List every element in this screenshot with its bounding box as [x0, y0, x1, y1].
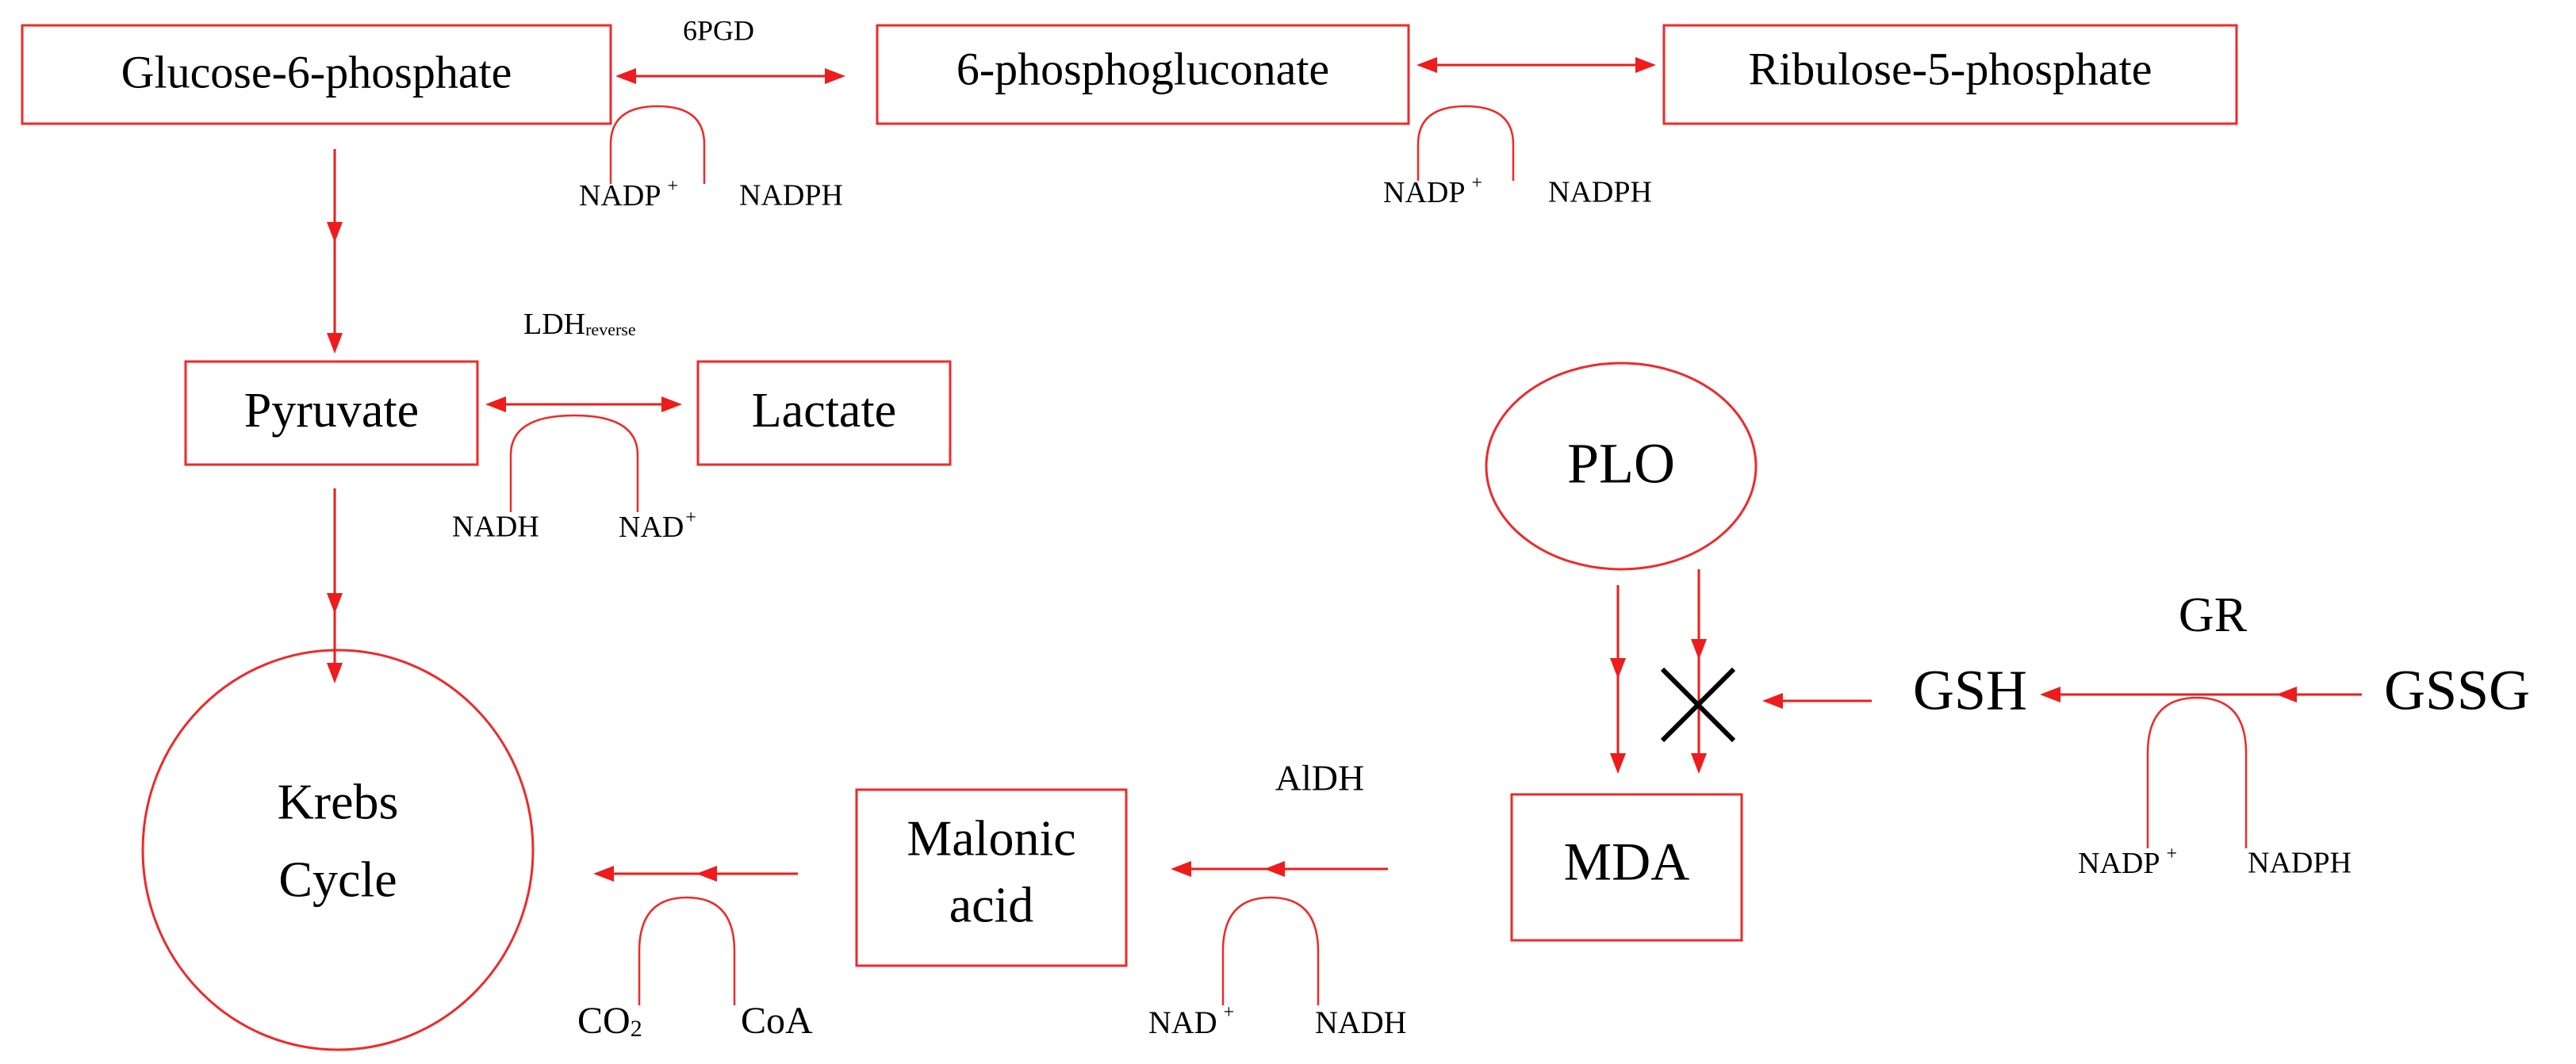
enzyme-ldh: LDHreverse — [523, 308, 636, 341]
edge-mda-to-malonic — [1171, 861, 1388, 877]
cofactor-coa: CoA — [741, 1000, 813, 1042]
edge-plo-to-mda-left — [1610, 585, 1626, 774]
cofactor-arc-krebs — [638, 896, 736, 1005]
cofactor-nad-aldh: NAD+ — [1148, 1002, 1234, 1041]
enzyme-aldh: AlDH — [1275, 758, 1364, 798]
inhibition-cross — [1660, 667, 1736, 743]
enzyme-ldh-subscript: reverse — [585, 320, 636, 339]
cofactor-nadph-gr: NADPH — [2248, 847, 2352, 880]
cofactor-arc-ldh — [509, 414, 639, 512]
node-glucose-6-phosphate: Glucose-6-phosphate — [21, 24, 612, 125]
node-label-line2: Cycle — [278, 852, 397, 908]
node-label: Glucose-6-phosphate — [121, 46, 512, 98]
cofactor-arc-aldh — [1221, 896, 1320, 1005]
cofactor-nadph-ribulose: NADPH — [1548, 176, 1652, 209]
node-gssg: GSSG — [2384, 659, 2530, 722]
node-6-phosphogluconate: 6-phosphogluconate — [876, 24, 1410, 125]
node-krebs-cycle: Krebs Cycle — [141, 649, 535, 1051]
edge-glucose-to-pyruvate — [327, 149, 343, 354]
edge-gssg-to-gsh — [2040, 687, 2362, 702]
enzyme-gr: GR — [2179, 588, 2248, 642]
node-mda: MDA — [1510, 793, 1743, 942]
cofactor-arc-gr — [2146, 696, 2248, 848]
node-label: Pyruvate — [244, 384, 419, 438]
cofactor-nadph-pgd: NADPH — [739, 179, 843, 212]
edge-malonic-to-krebs — [593, 866, 798, 882]
node-label-line2: acid — [949, 877, 1034, 933]
node-gsh: GSH — [1913, 659, 2027, 722]
node-malonic-acid: Malonic acid — [855, 788, 1128, 967]
node-label: 6-phosphogluconate — [956, 43, 1329, 94]
node-label-line1: Malonic — [907, 810, 1075, 867]
node-label: MDA — [1564, 832, 1690, 892]
cofactor-nadh-aldh: NADH — [1315, 1005, 1407, 1040]
cofactor-arc-6pgd — [609, 105, 706, 184]
node-label-line1: Krebs — [278, 774, 399, 830]
cofactor-co2: CO2 — [577, 1000, 642, 1042]
cofactor-arc-ribulose — [1416, 105, 1515, 181]
enzyme-6pgd: 6PGD — [683, 14, 754, 46]
node-ribulose-5-phosphate: Ribulose-5-phosphate — [1662, 24, 2238, 125]
enzyme-ldh-main: LDH — [523, 308, 585, 341]
cofactor-nadp-ribulose: NADP+ — [1383, 173, 1482, 209]
node-plo: PLO — [1485, 362, 1758, 571]
cofactor-nad-ldh: NAD+ — [619, 507, 696, 544]
node-lactate: Lactate — [696, 360, 952, 466]
cofactor-nadp-gr: NADP+ — [2078, 844, 2177, 880]
edge-6pg-ribulose-bidirectional — [1416, 57, 1656, 73]
node-label: Ribulose-5-phosphate — [1748, 43, 2152, 94]
edge-pyruvate-lactate-bidirectional — [485, 396, 682, 412]
node-label: PLO — [1567, 432, 1675, 496]
cofactor-nadh-ldh: NADH — [452, 511, 539, 544]
edge-plo-to-mda-right — [1691, 569, 1707, 774]
node-pyruvate: Pyruvate — [184, 360, 479, 466]
node-label: Lactate — [752, 384, 896, 438]
edge-glucose-6pg-bidirectional — [615, 68, 845, 84]
cofactor-nadp-pgd: NADP+ — [579, 176, 678, 212]
edge-pyruvate-to-krebs — [327, 488, 343, 683]
edge-gsh-to-cross — [1762, 693, 1872, 709]
